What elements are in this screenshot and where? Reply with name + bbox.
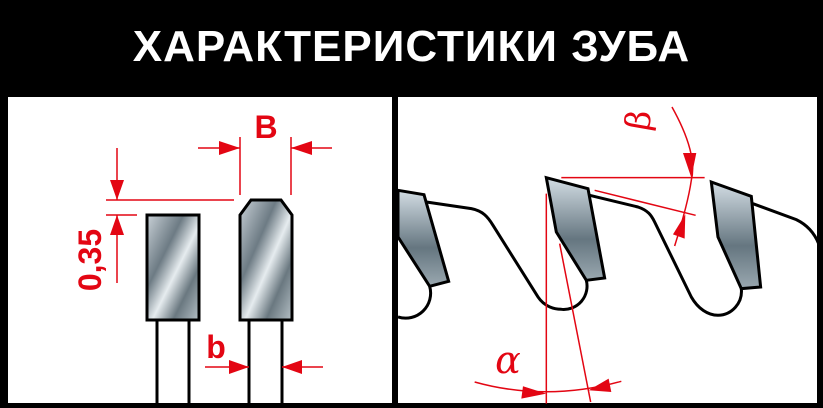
dimension-height [106, 148, 234, 283]
angle-alpha-construction [474, 193, 622, 404]
saw-blade-profile [396, 106, 821, 404]
dimension-B [198, 137, 332, 195]
label-alpha: α [495, 338, 521, 382]
label-b: b [206, 329, 226, 365]
tooth-side-view-flat [145, 213, 201, 403]
carbide-tip-1 [396, 188, 451, 289]
angle-beta-construction [561, 106, 705, 247]
carbide-tip-3 [709, 179, 763, 291]
label-B: B [254, 109, 277, 145]
carbide-tip-2 [544, 175, 607, 282]
label-height-0-35: 0,35 [72, 229, 108, 291]
diagram-title: ХАРАКТЕРИСТИКИ ЗУБА [132, 22, 691, 71]
dimension-b [205, 360, 323, 374]
tooth-side-view-chamfered [238, 198, 294, 403]
